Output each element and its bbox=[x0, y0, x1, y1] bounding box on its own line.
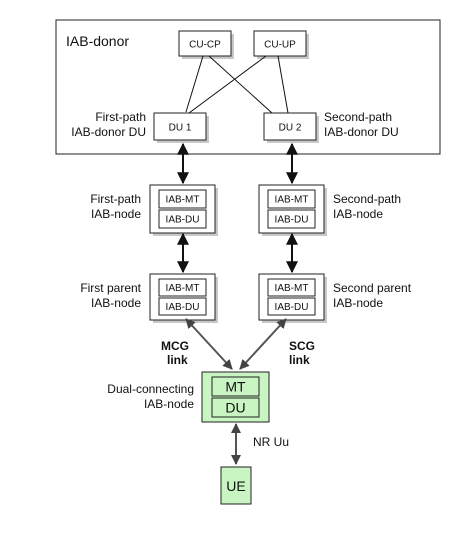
dual-node-du-label: DU bbox=[225, 400, 245, 416]
first-parent-du-label: IAB-DU bbox=[166, 302, 200, 313]
first-parent-mt-label: IAB-MT bbox=[166, 283, 200, 294]
cu-cp-box bbox=[178, 30, 232, 57]
second-path-mt-box bbox=[267, 189, 316, 209]
nr-uu-label: NR Uu bbox=[253, 435, 289, 449]
first-parent-node-label-line2: IAB-node bbox=[91, 296, 141, 310]
dual-connecting-iab-node: MT DU Dual-connecting IAB-node bbox=[107, 371, 270, 423]
scg-link-label-line2: link bbox=[289, 353, 310, 367]
cu-cp-to-du1-line bbox=[185, 55, 204, 113]
second-parent-du-box bbox=[267, 297, 316, 316]
second-path-iab-node: IAB-MT IAB-DU Second-path IAB-node bbox=[258, 184, 401, 236]
ue: UE bbox=[220, 466, 252, 505]
first-path-mt-box bbox=[158, 189, 207, 209]
iab-donor-title: IAB-donor bbox=[66, 33, 129, 49]
du2-label: DU 2 bbox=[279, 123, 302, 134]
ue-box bbox=[220, 466, 252, 505]
du1-box bbox=[153, 112, 207, 141]
dual-node-du-box bbox=[211, 397, 260, 418]
second-path-du-box bbox=[267, 209, 316, 229]
second-parent-du-label: IAB-DU bbox=[275, 302, 309, 313]
first-path-du-box bbox=[158, 209, 207, 229]
cu-up-to-du1-line bbox=[188, 55, 267, 114]
cu-up-to-du2-line bbox=[277, 55, 289, 114]
second-path-mt-label: IAB-MT bbox=[275, 195, 309, 206]
second-parent-mt-label: IAB-MT bbox=[275, 283, 309, 294]
du2-box bbox=[263, 112, 317, 141]
dual-node-mt-label: MT bbox=[225, 379, 246, 395]
first-parent-mt-box bbox=[158, 278, 207, 297]
first-parent-du-box bbox=[158, 297, 207, 316]
iab-donor: IAB-donor CU-CP CU-UP DU 1 DU 2 First-pa… bbox=[55, 19, 441, 155]
cu-up-label: CU-UP bbox=[264, 40, 296, 51]
second-parent-node-label-line2: IAB-node bbox=[333, 296, 383, 310]
dual-node-label-line1: Dual-connecting bbox=[107, 382, 194, 396]
second-parent-iab-node: IAB-MT IAB-DU Second parent IAB-node bbox=[258, 273, 412, 323]
cu-cp-to-du2-line bbox=[208, 55, 273, 114]
first-path-mt-label: IAB-MT bbox=[166, 195, 200, 206]
du1-label: DU 1 bbox=[169, 123, 192, 134]
first-path-node-label-line1: First-path bbox=[90, 192, 141, 206]
second-path-node-label-line2: IAB-node bbox=[333, 207, 383, 221]
second-path-du-label-line2: IAB-donor DU bbox=[324, 125, 399, 139]
cu-up-box bbox=[253, 30, 307, 57]
first-path-iab-node: IAB-MT IAB-DU First-path IAB-node bbox=[90, 184, 218, 236]
first-path-du-label-line1: First-path bbox=[95, 110, 146, 124]
dual-node-label-line2: IAB-node bbox=[144, 397, 194, 411]
second-parent-mt-box bbox=[267, 278, 316, 297]
second-path-du-label-line1: Second-path bbox=[324, 110, 392, 124]
cu-cp-label: CU-CP bbox=[189, 40, 221, 51]
mcg-link-arrow bbox=[185, 318, 233, 370]
mcg-link-label-line2: link bbox=[167, 353, 188, 367]
scg-link-label-line1: SCG bbox=[289, 339, 315, 353]
first-path-node-label-line2: IAB-node bbox=[91, 207, 141, 221]
scg-link-arrow bbox=[239, 318, 287, 370]
first-path-du-label: IAB-DU bbox=[166, 215, 200, 226]
iab-donor-box bbox=[55, 19, 441, 155]
ue-label: UE bbox=[226, 478, 245, 494]
second-path-node-label-line1: Second-path bbox=[333, 192, 401, 206]
first-path-du-label-line2: IAB-donor DU bbox=[71, 125, 146, 139]
dual-node-mt-box bbox=[211, 376, 260, 397]
first-parent-iab-node: IAB-MT IAB-DU First parent IAB-node bbox=[80, 273, 218, 323]
second-parent-node-label-line1: Second parent bbox=[333, 281, 412, 295]
mcg-link-label-line1: MCG bbox=[161, 339, 189, 353]
first-parent-node-label-line1: First parent bbox=[80, 281, 141, 295]
second-path-du-label: IAB-DU bbox=[275, 215, 309, 226]
